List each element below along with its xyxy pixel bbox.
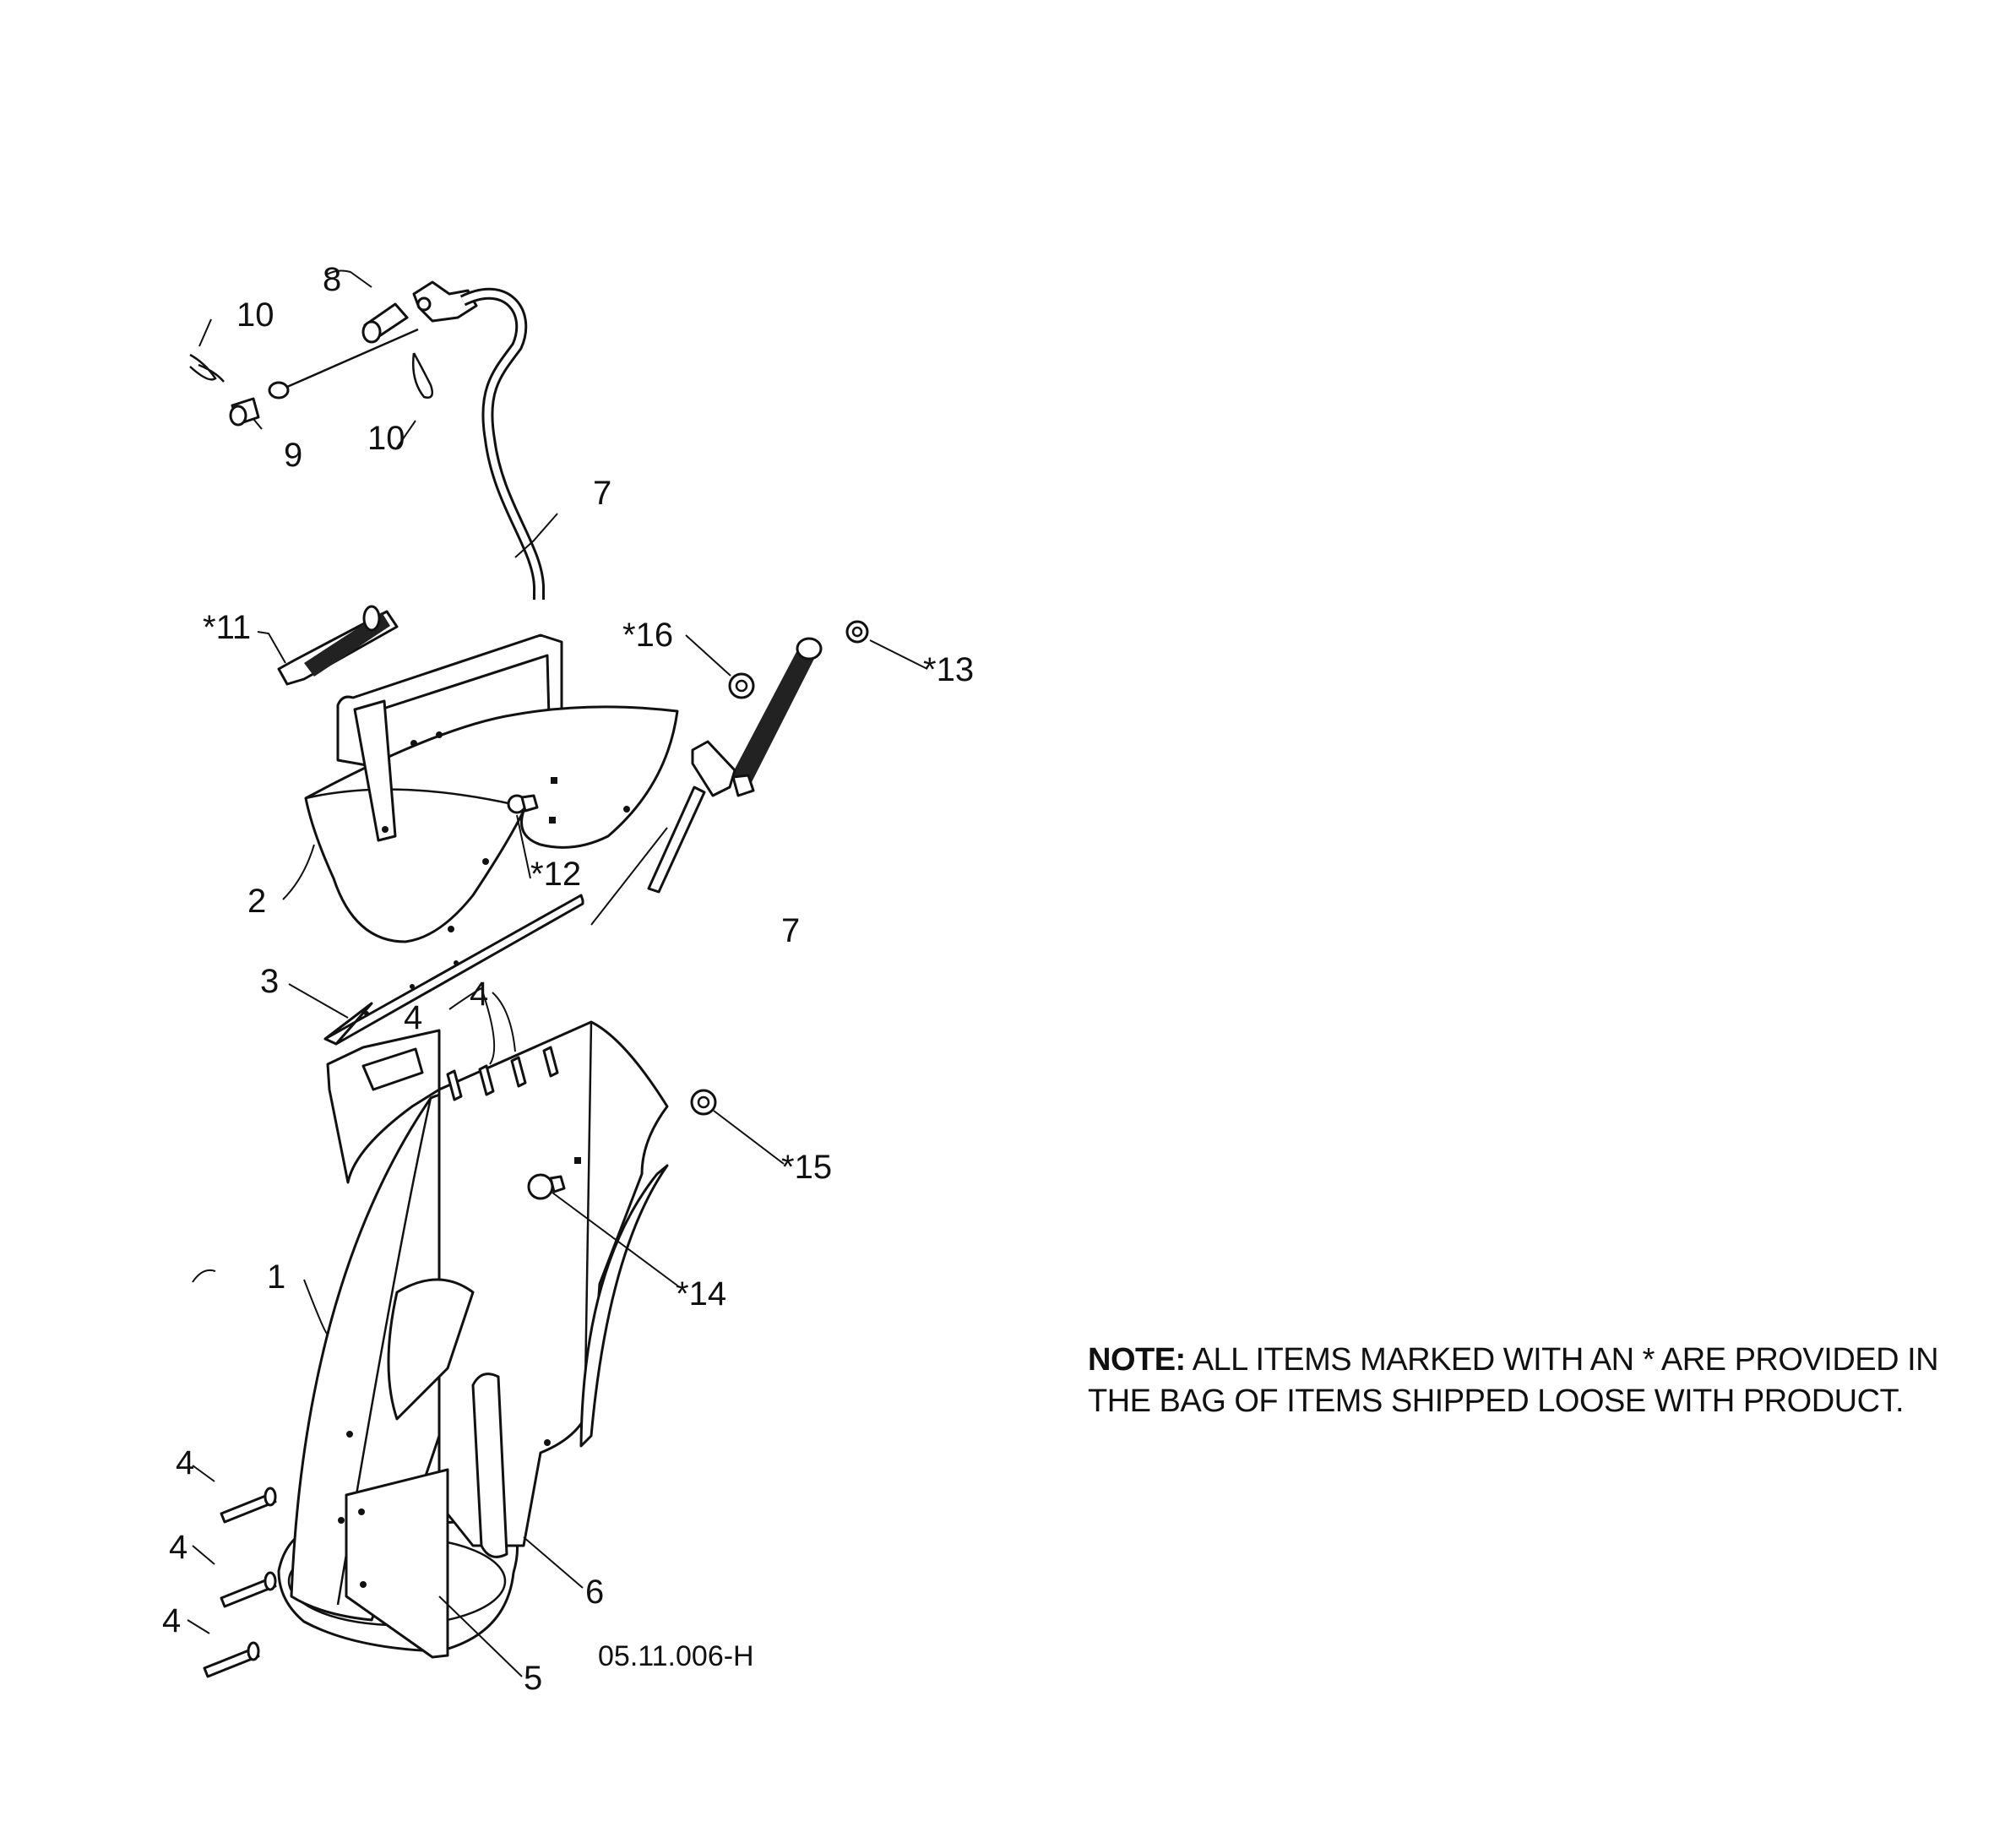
nut-13 xyxy=(845,620,869,644)
leader-lines xyxy=(187,269,928,1677)
cable-upper-core xyxy=(461,290,543,600)
callout-11: *11 xyxy=(203,609,251,646)
washer-16 xyxy=(728,672,755,699)
nut-15 xyxy=(690,1089,717,1116)
pin-assembly xyxy=(189,280,478,427)
cable-lower xyxy=(647,637,823,894)
note-text: ALL ITEMS MARKED WITH AN * ARE PROVIDED … xyxy=(1088,1342,1939,1419)
callout-12: *12 xyxy=(530,856,581,893)
callout-9: 9 xyxy=(284,437,302,474)
callout-7b: 7 xyxy=(781,912,800,949)
spring xyxy=(277,605,399,686)
callout-5: 5 xyxy=(524,1660,542,1697)
callout-4d: 4 xyxy=(169,1529,187,1566)
callout-4e: 4 xyxy=(162,1602,181,1639)
deflector xyxy=(304,633,679,943)
side-plate xyxy=(387,1020,669,1558)
note-label: NOTE: xyxy=(1088,1342,1186,1378)
callouts: 1 2 3 4 4 4 4 4 5 6 7 7 8 9 10 10 *11 *1… xyxy=(162,261,974,1697)
note: NOTE: ALL ITEMS MARKED WITH AN * ARE PRO… xyxy=(1088,1340,1983,1422)
callout-13: *13 xyxy=(923,651,974,688)
callout-7a: 7 xyxy=(593,475,611,512)
callout-16: *16 xyxy=(622,617,673,654)
callout-10b: 10 xyxy=(367,420,405,457)
callout-8: 8 xyxy=(323,261,341,298)
callout-14: *14 xyxy=(676,1275,726,1313)
callout-1: 1 xyxy=(267,1258,285,1296)
bottom-plate xyxy=(345,1468,449,1659)
callout-15: *15 xyxy=(781,1149,832,1186)
callout-4b: 4 xyxy=(404,999,422,1036)
drawing-code: 05.11.006-H xyxy=(598,1640,754,1672)
rivets xyxy=(203,1046,559,1678)
callout-2: 2 xyxy=(247,883,266,920)
callout-4a: 4 xyxy=(470,976,488,1013)
callout-10a: 10 xyxy=(236,296,274,334)
strip xyxy=(323,894,584,1046)
callout-6: 6 xyxy=(585,1574,604,1611)
callout-3: 3 xyxy=(260,963,279,1000)
callout-4c: 4 xyxy=(176,1444,194,1481)
